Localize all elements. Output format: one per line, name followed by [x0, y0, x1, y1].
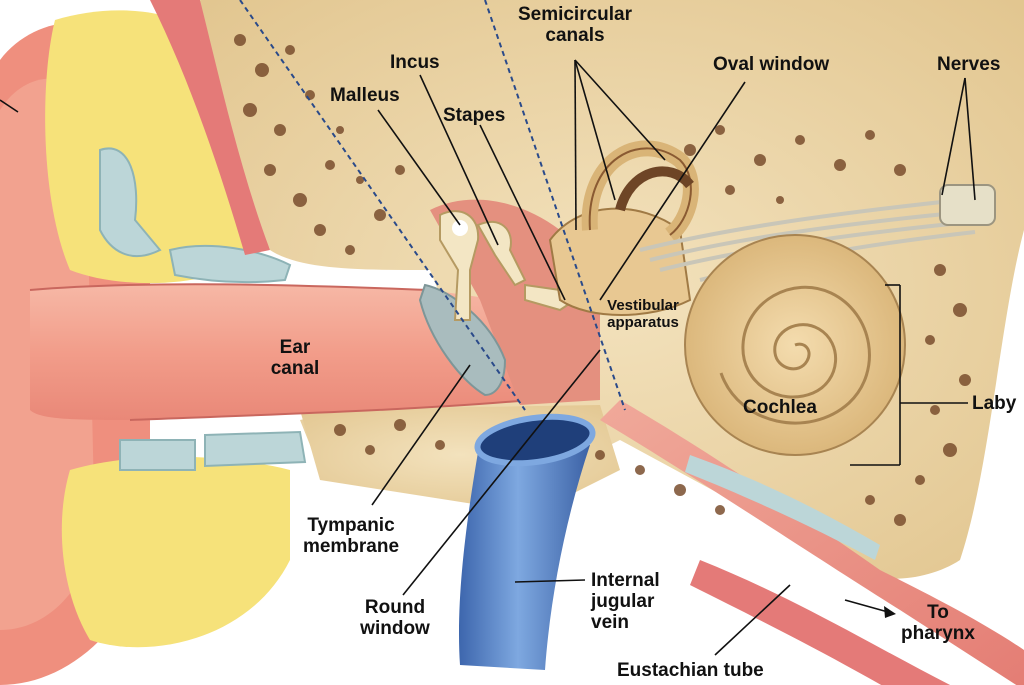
upper-cartilage-2 [168, 245, 292, 284]
label-round-window: Round window [360, 597, 430, 639]
label-laby: Laby [972, 393, 1017, 414]
jugular-vein [459, 440, 590, 670]
jugular-vein-opening [474, 413, 596, 467]
semicircular-canal-1-edge [588, 147, 692, 236]
label-vestibular-apparatus: Vestibular apparatus [607, 297, 679, 331]
eustachian-muscle [690, 560, 951, 685]
label-tympanic-membrane: Tympanic membrane [302, 515, 400, 557]
label-ear-canal: Ear canal [270, 337, 320, 379]
boundary-middle-inner [484, 0, 626, 411]
nerve-ends [939, 184, 996, 226]
tube-cartilage [685, 455, 880, 560]
ear-canal-wall-bottom [129, 399, 531, 421]
lower-cartilage [119, 439, 196, 471]
ear-canal-wall-top [29, 283, 431, 291]
label-nerves: Nerves [937, 54, 1001, 75]
label-stapes: Stapes [443, 105, 506, 126]
upper-cartilage [99, 147, 162, 257]
boundary-outer-middle [239, 0, 526, 411]
label-to-pharynx: To pharynx [901, 602, 975, 644]
label-oval-window: Oval window [713, 54, 830, 75]
leader-lines [0, 59, 976, 656]
ear-canal [30, 284, 530, 420]
cochlea-spiral [719, 285, 871, 425]
semicircular-canal-2 [615, 166, 694, 212]
pharynx-arrowhead [884, 606, 896, 618]
label-incus: Incus [390, 52, 440, 73]
label-malleus: Malleus [330, 85, 400, 106]
label-cochlea: Cochlea [743, 397, 817, 418]
scalp-muscle [150, 0, 270, 255]
lower-fat-tissue [61, 456, 290, 648]
lower-cartilage-2 [204, 430, 307, 468]
label-internal-jugular-vein: Internal jugular vein [591, 570, 660, 633]
label-semicircular-canals: Semicircular canals [517, 4, 633, 46]
label-eustachian-tube: Eustachian tube [617, 660, 764, 681]
